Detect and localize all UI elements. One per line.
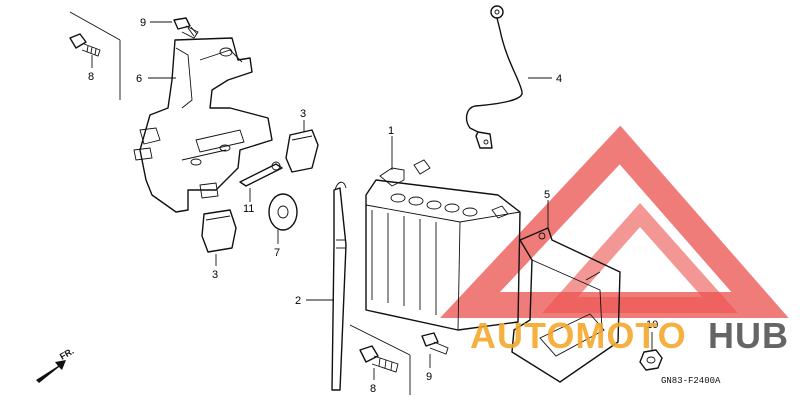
breather-tube-2 xyxy=(331,181,347,391)
callout-2: 2 xyxy=(295,295,301,307)
callout-9-bottom: 9 xyxy=(426,371,432,383)
rubber-pad-3-top xyxy=(285,129,319,173)
diagram-code: GN83-F2400A xyxy=(661,376,721,386)
watermark-logo xyxy=(439,125,789,318)
leader-lines xyxy=(91,21,653,380)
callout-8-top: 8 xyxy=(88,71,94,83)
callout-8-bottom: 8 xyxy=(370,383,376,395)
callout-1: 1 xyxy=(388,125,394,137)
watermark-text: AUTOMOTO HUB xyxy=(470,315,789,356)
bolt-8-bottom xyxy=(359,345,399,373)
watermark-text-right: HUB xyxy=(708,315,789,356)
battery-1 xyxy=(365,159,521,331)
battery-holder-5 xyxy=(511,227,621,383)
bolt-9-top xyxy=(173,17,199,39)
callout-labels: 1 2 3 3 4 5 6 7 8 8 9 9 10 11 xyxy=(88,17,658,395)
separator-lines xyxy=(69,11,411,395)
watermark-text-left: AUTOMOTO xyxy=(470,315,687,356)
pin-11 xyxy=(239,161,283,187)
callout-11: 11 xyxy=(243,203,254,215)
callout-7: 7 xyxy=(274,247,280,259)
callout-9-top: 9 xyxy=(140,17,146,29)
battery-bracket xyxy=(133,37,273,213)
callout-3-bottom: 3 xyxy=(212,269,218,281)
callout-5: 5 xyxy=(544,189,550,201)
callout-3-top: 3 xyxy=(300,108,306,120)
grommet-7 xyxy=(268,193,298,231)
bolt-9-bottom xyxy=(421,332,449,355)
front-direction-arrow: FR. xyxy=(36,346,76,383)
rubber-pad-3-bottom xyxy=(201,209,237,253)
nut-10 xyxy=(639,349,663,371)
battery-cable-4 xyxy=(465,5,523,149)
callout-10: 10 xyxy=(646,319,658,331)
callout-6: 6 xyxy=(136,73,142,85)
callout-4: 4 xyxy=(556,73,562,85)
fr-label: FR. xyxy=(58,346,76,362)
bolt-8-top xyxy=(69,33,101,57)
